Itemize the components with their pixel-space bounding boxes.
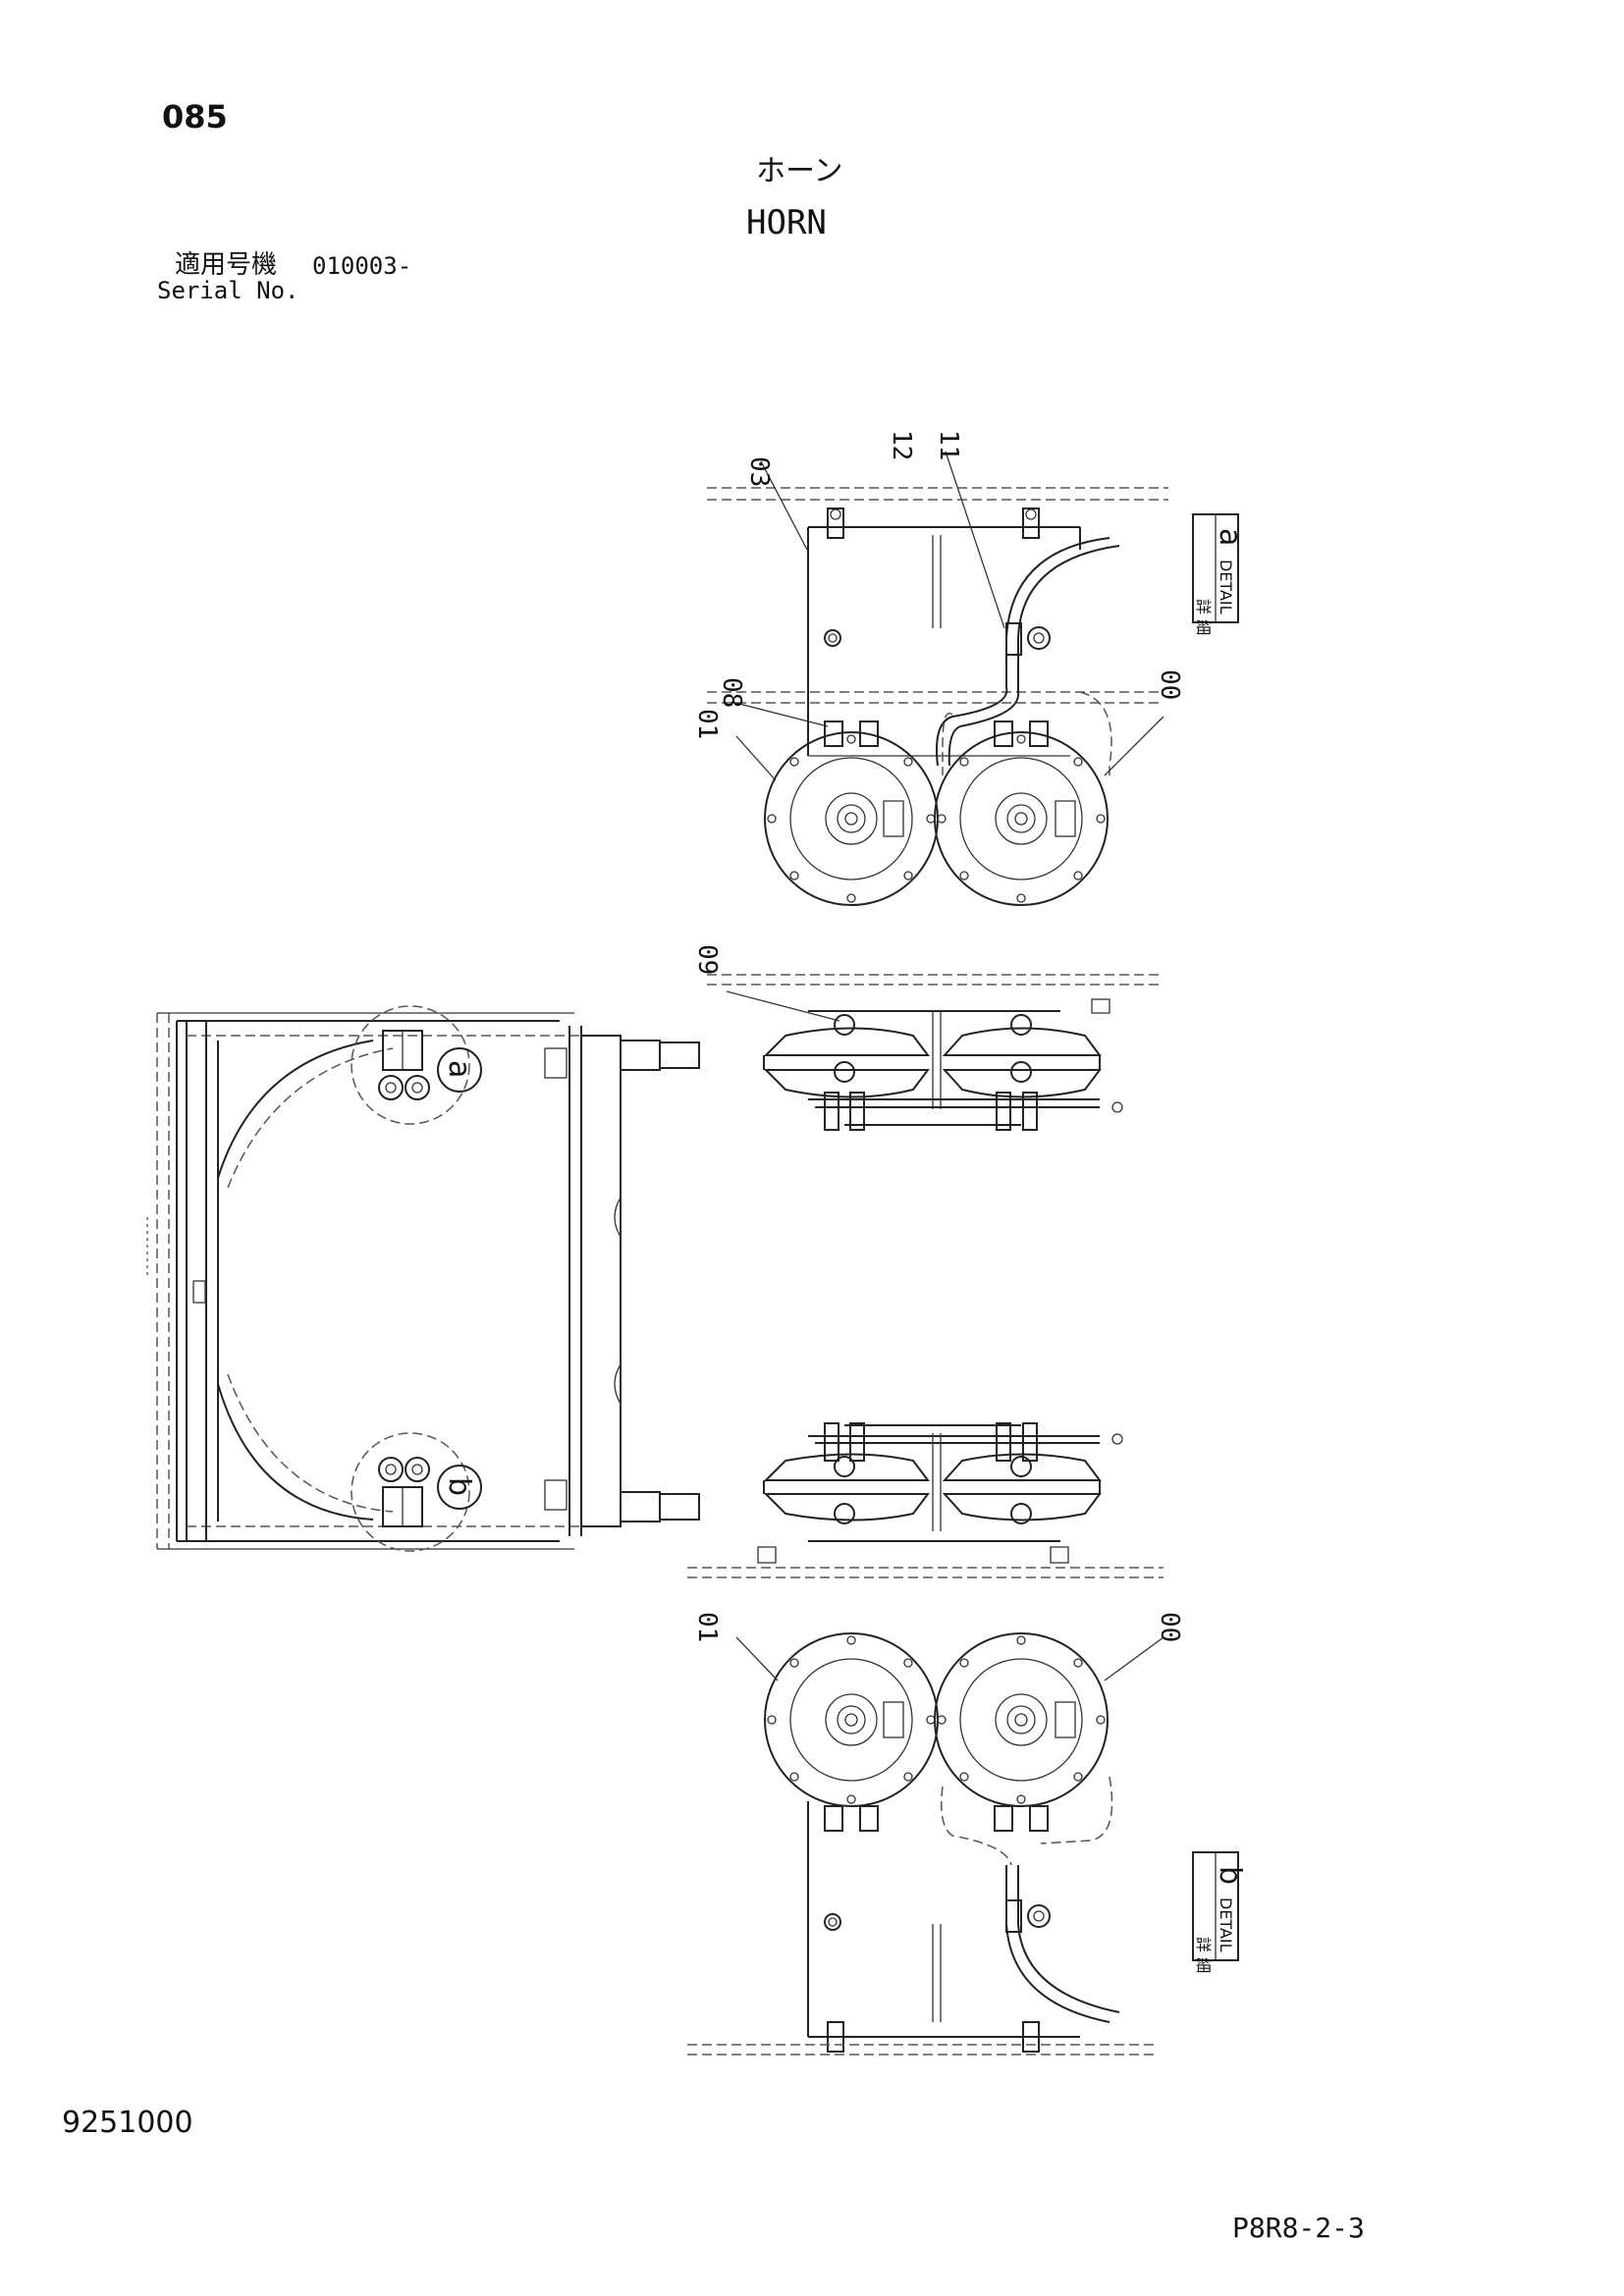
- svg-text:詳 細: 詳 細: [1194, 1937, 1213, 1973]
- callout-01-bottom: 01: [692, 1612, 722, 1642]
- callout-00-bottom: 00: [1155, 1612, 1184, 1642]
- detail-a-view: [707, 451, 1168, 906]
- detail-b-label: 詳 細 DETAIL b: [1192, 1851, 1247, 1973]
- serial-label-english: Serial No.: [157, 277, 299, 304]
- callout-08: 08: [717, 677, 746, 708]
- svg-text:DETAIL: DETAIL: [1217, 1897, 1235, 1952]
- svg-text:詳 細: 詳 細: [1194, 599, 1213, 635]
- callout-12: 12: [887, 430, 916, 460]
- svg-text:DETAIL: DETAIL: [1217, 560, 1235, 614]
- side-view-upper: [707, 974, 1159, 1131]
- page-number: 085: [162, 98, 228, 135]
- document-number: 9251000: [62, 2106, 193, 2140]
- title-japanese: ホーン: [756, 154, 843, 188]
- side-view-lower: [687, 1422, 1164, 1578]
- svg-text:b: b: [1213, 1866, 1247, 1885]
- page-code: P8R8-2-3: [1232, 2212, 1365, 2244]
- callout-11: 11: [934, 430, 963, 460]
- callout-03: 03: [744, 456, 774, 487]
- callout-09: 09: [692, 944, 722, 975]
- svg-text:a: a: [1213, 528, 1247, 546]
- callout-00-top: 00: [1155, 669, 1184, 700]
- view-marker-a: a: [442, 1060, 476, 1078]
- serial-value: 010003-: [312, 252, 412, 280]
- view-marker-b: b: [442, 1477, 476, 1496]
- machine-overview: [146, 1005, 700, 1552]
- serial-label-japanese: 適用号機: [175, 250, 278, 280]
- detail-b-view: [687, 1632, 1164, 2056]
- detail-a-label: 詳 細 DETAIL a: [1192, 513, 1247, 635]
- callout-01-top: 01: [692, 709, 722, 739]
- title-english: HORN: [746, 203, 827, 242]
